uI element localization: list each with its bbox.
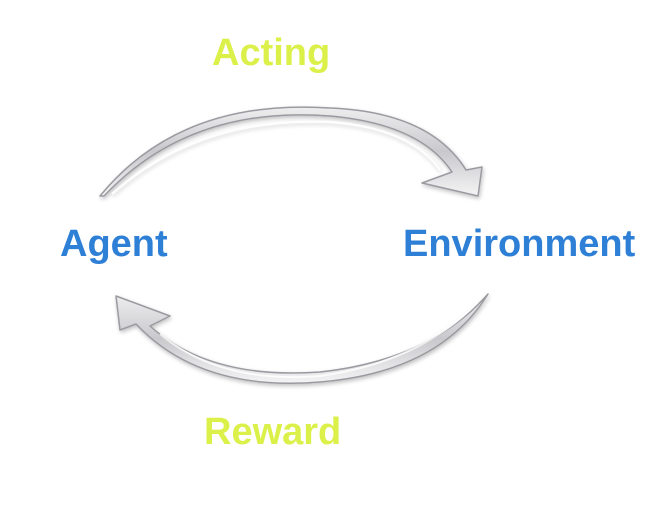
curved-arrow-left-icon (115, 293, 489, 385)
reward-label: Reward (204, 411, 342, 453)
agent-node-label: Agent (60, 223, 168, 265)
curved-arrow-right-icon (99, 106, 483, 197)
environment-node-label: Environment (403, 223, 636, 265)
acting-label: Acting (212, 32, 331, 74)
